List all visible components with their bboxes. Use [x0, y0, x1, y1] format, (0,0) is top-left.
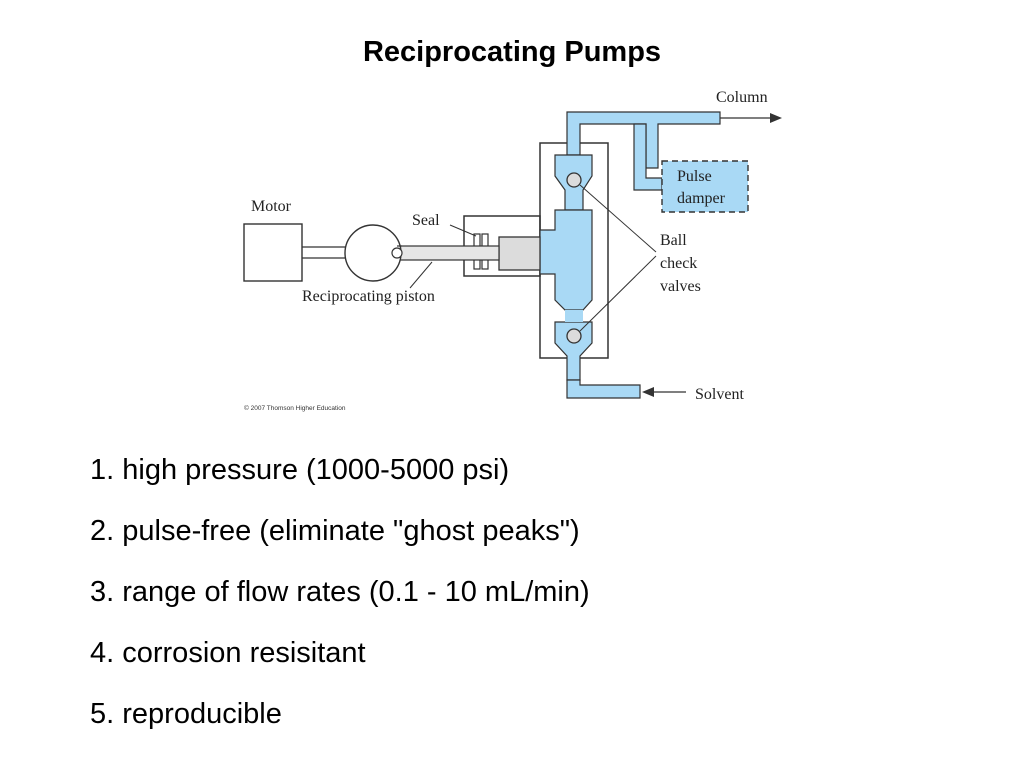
seal-label: Seal	[412, 212, 440, 229]
seal-leader	[449, 224, 477, 237]
cam-pin	[391, 247, 403, 259]
pulse-damper	[661, 160, 749, 213]
reciprocating-piston-label: Reciprocating piston	[302, 288, 435, 305]
requirement-item: 5. reproducible	[90, 698, 282, 730]
requirement-item: 3. range of flow rates (0.1 - 10 mL/min)	[90, 576, 590, 608]
inlet-pipe	[566, 379, 641, 399]
column-label: Column	[716, 89, 768, 106]
ball-label-2: check	[660, 255, 697, 272]
slide-title: Reciprocating Pumps	[362, 36, 662, 68]
ball-leader-lower	[579, 255, 657, 332]
pump-chamber	[539, 209, 593, 311]
motor-label: Motor	[251, 198, 292, 215]
motor	[243, 223, 303, 282]
requirements-list: 1. high pressure (1000-5000 psi) 2. puls…	[90, 450, 590, 755]
pulse-damper-label-1: Pulse	[677, 168, 712, 185]
upper-check-ball	[566, 172, 582, 188]
piston-head	[498, 236, 541, 271]
requirement-item: 4. corrosion resisitant	[90, 637, 366, 669]
ball-leader-upper	[579, 184, 657, 253]
piston-rod	[396, 245, 500, 261]
requirement-item: 2. pulse-free (eliminate "ghost peaks")	[90, 515, 580, 547]
piston-leader	[409, 261, 433, 289]
pulse-damper-label-2: damper	[677, 190, 726, 207]
ball-label-3: valves	[660, 278, 701, 295]
solvent-label: Solvent	[695, 386, 744, 403]
ball-label-1: Ball	[660, 232, 687, 249]
copyright: © 2007 Thomson Higher Education	[244, 404, 346, 412]
pump-diagram: Column Pulse damper Motor Seal Ball chec…	[243, 89, 782, 412]
outlet-pipe	[566, 111, 721, 169]
lower-check-ball	[566, 328, 582, 344]
requirement-item: 1. high pressure (1000-5000 psi)	[90, 454, 510, 486]
